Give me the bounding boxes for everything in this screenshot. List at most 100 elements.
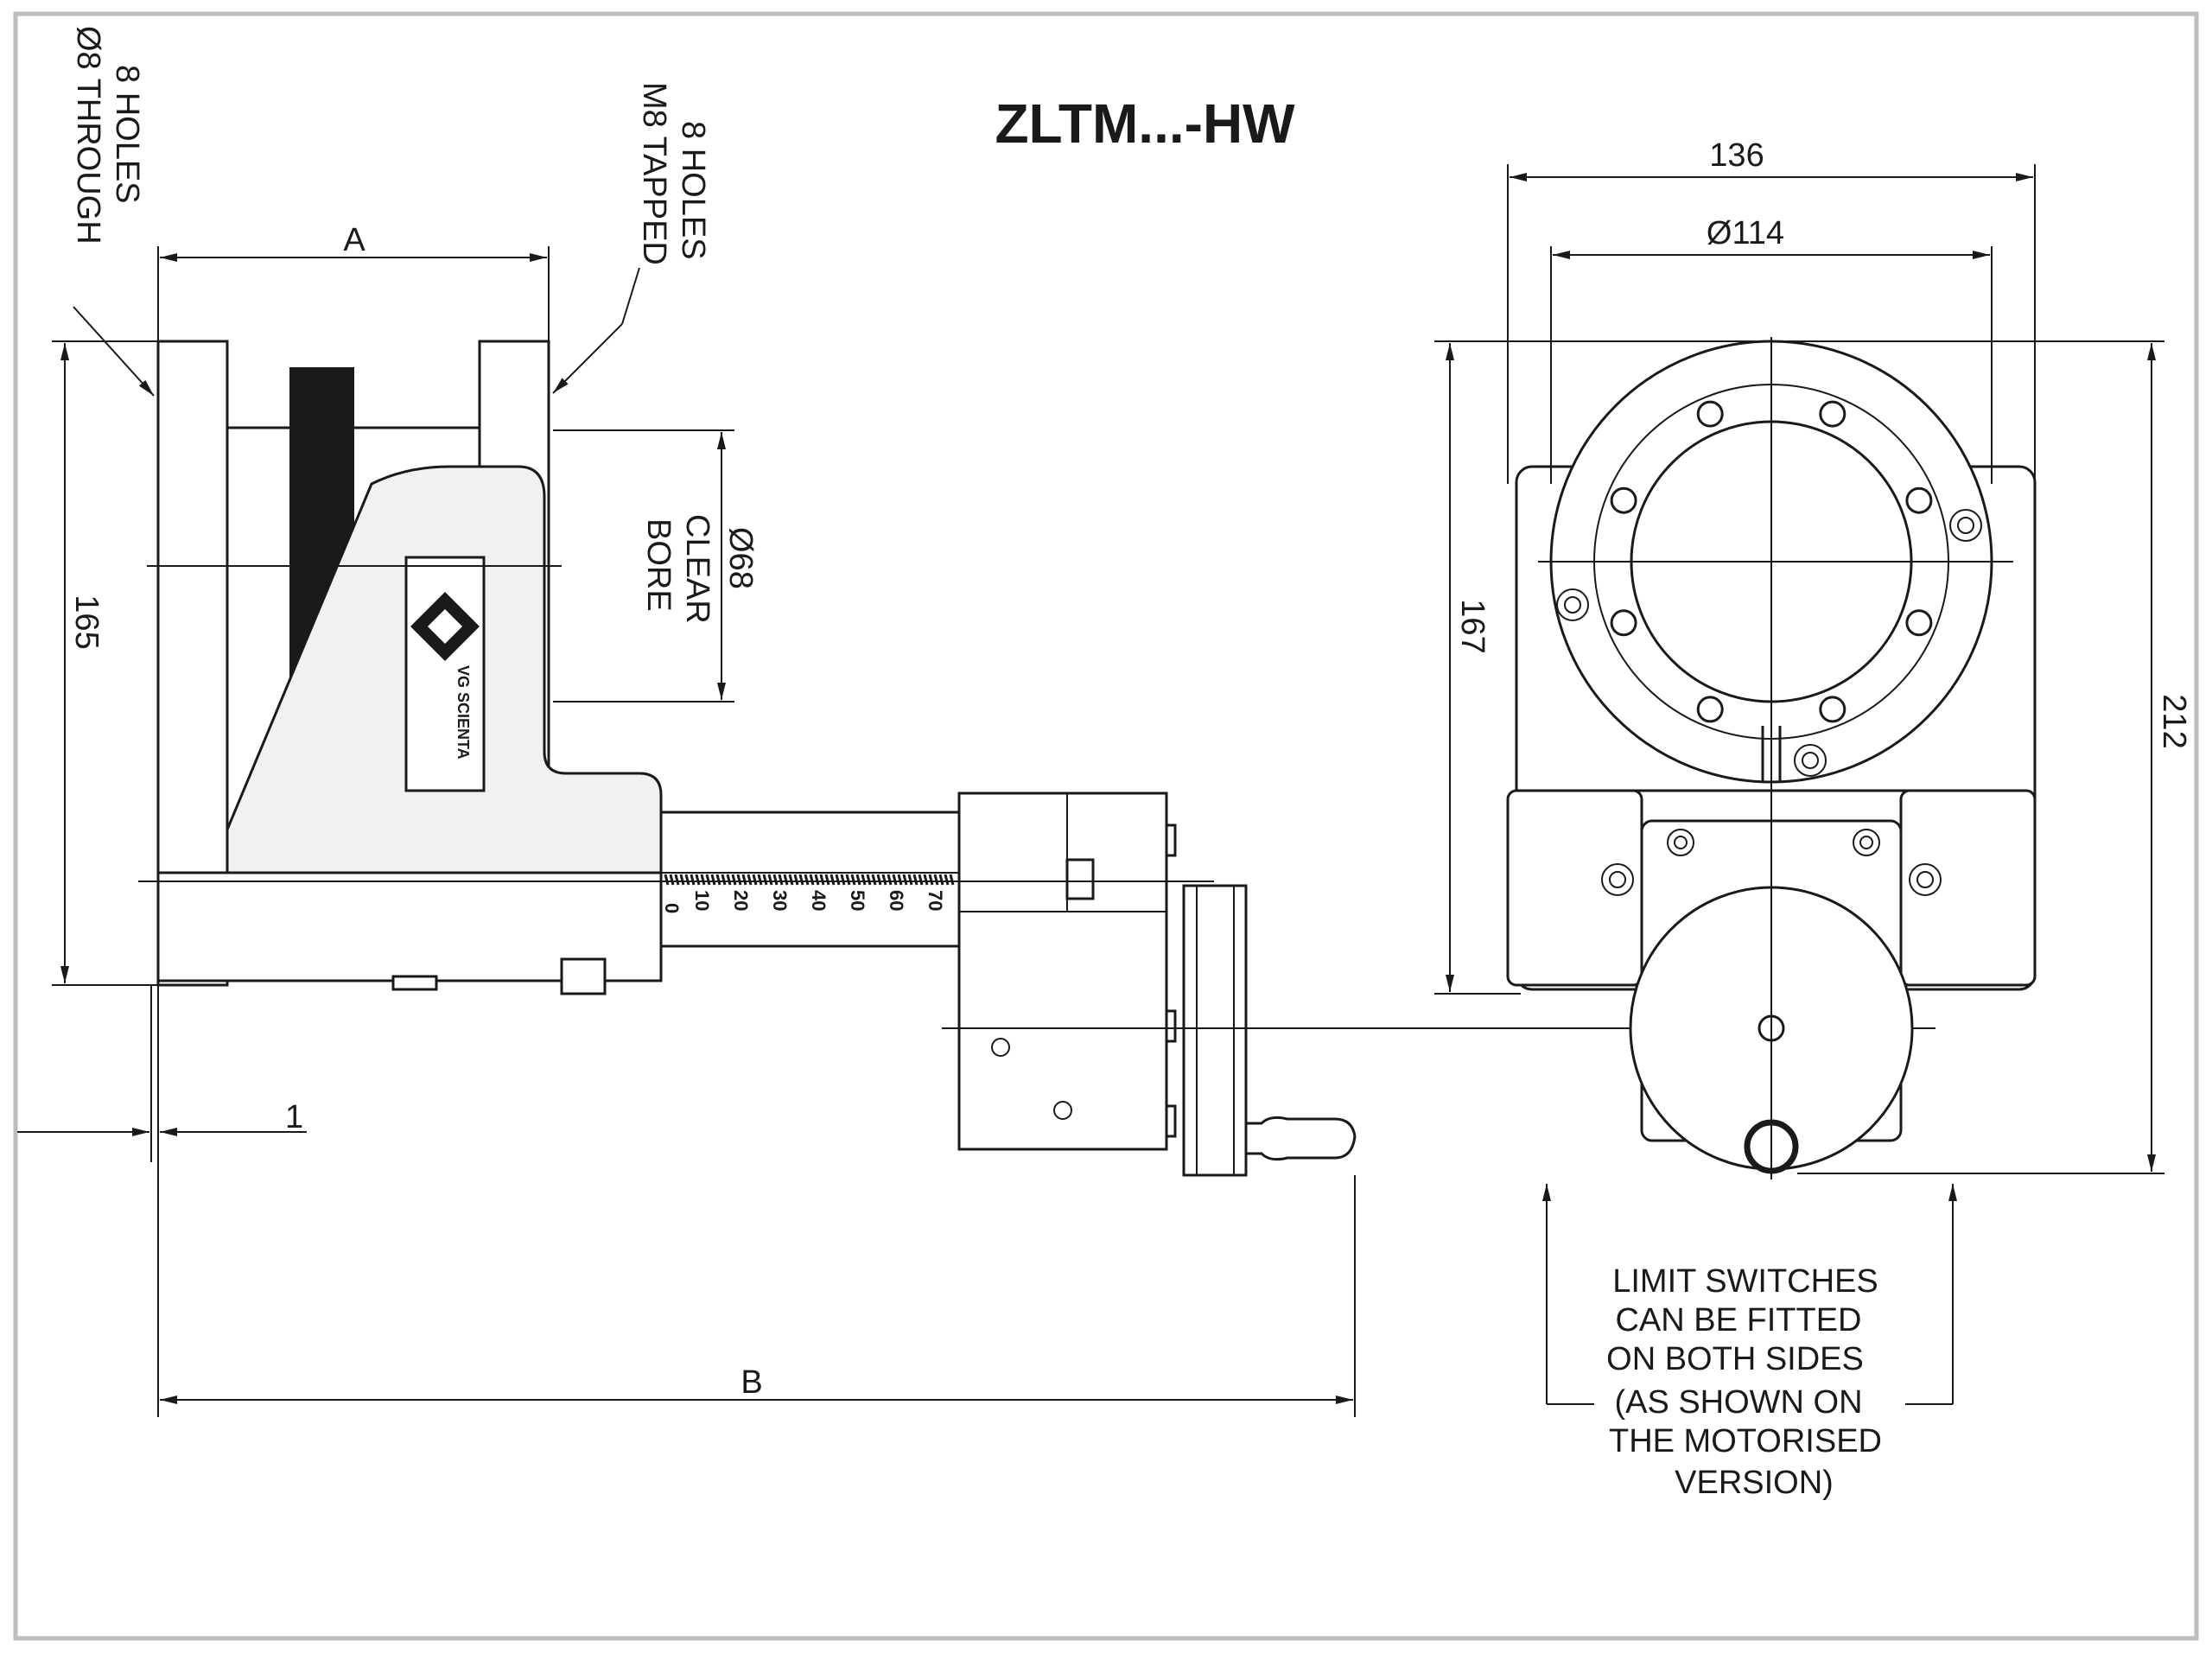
thread-mark: [726, 874, 732, 886]
thread-mark: [721, 874, 727, 886]
thread-mark: [866, 874, 872, 886]
bolt-hole: [1819, 696, 1847, 723]
thread-mark: [690, 874, 696, 886]
bolt-hole: [1696, 696, 1724, 723]
thread-mark: [809, 874, 815, 886]
thread-mark: [804, 874, 810, 886]
note-line: LIMIT SWITCHES: [1612, 1263, 1878, 1300]
dim-a: A: [343, 222, 365, 258]
thread-mark: [684, 874, 690, 886]
dim-b: B: [741, 1364, 762, 1401]
thread-mark: [669, 874, 675, 886]
drawing-title: ZLTM...-HW: [995, 92, 1295, 155]
screw-icon: [1909, 863, 1942, 896]
thread-mark: [788, 874, 794, 886]
note-bore-1: Ø68: [722, 527, 759, 589]
gearbox-bolt: [1165, 823, 1177, 857]
thread-mark: [710, 874, 716, 886]
thread-mark: [715, 874, 721, 886]
note-line: THE MOTORISED: [1609, 1423, 1882, 1459]
base-foot-1: [391, 975, 438, 991]
thread-mark: [944, 874, 950, 886]
lower-block-right: [1899, 789, 2037, 987]
thread-mark: [752, 874, 758, 886]
thread-mark: [845, 874, 851, 886]
screw-icon: [1601, 863, 1634, 896]
thread-mark: [731, 874, 737, 886]
thread-mark: [736, 874, 742, 886]
thread-mark: [881, 874, 887, 886]
gearbox-screw: [991, 1038, 1010, 1057]
thread-mark: [679, 874, 685, 886]
thread-mark: [700, 874, 706, 886]
thread-mark: [705, 874, 711, 886]
thread-mark: [819, 874, 825, 886]
note-holes-tapped-1: 8 HOLES: [675, 121, 711, 260]
note-line: CAN BE FITTED: [1615, 1302, 1861, 1338]
thread-mark: [871, 874, 877, 886]
dim-136: 136: [1709, 137, 1764, 174]
thread-mark: [772, 874, 779, 886]
thread-mark: [674, 874, 680, 886]
gearbox-housing: [957, 792, 1168, 1151]
thread-mark: [918, 874, 924, 886]
thread-mark: [850, 874, 856, 886]
note-line: (AS SHOWN ON: [1614, 1384, 1862, 1421]
thread-mark: [840, 874, 846, 886]
screw-icon: [1794, 744, 1827, 777]
screw-icon: [1556, 588, 1589, 621]
screw-thread: [664, 874, 955, 886]
handle: [1244, 1116, 1357, 1161]
gearbox-bolt: [1165, 1104, 1177, 1138]
note-holes-through-2: Ø8 THROUGH: [70, 26, 106, 245]
front-screws: [1556, 509, 1982, 896]
base-foot-2: [560, 957, 607, 995]
dim-1: 1: [285, 1099, 303, 1135]
thread-mark: [778, 874, 784, 886]
dim-114: Ø114: [1707, 215, 1784, 251]
logo-icon: [410, 592, 480, 661]
note-line: VERSION): [1675, 1465, 1834, 1501]
side-view-dimensions: A 165 Ø68 CLEAR BORE 1 B 8 HOLES Ø8 THRO…: [17, 26, 1356, 1417]
thread-mark: [861, 874, 867, 886]
bolt-hole: [1819, 400, 1847, 428]
thread-mark: [762, 874, 768, 886]
thread-mark: [923, 874, 929, 886]
scale-label: 60: [886, 890, 907, 911]
scale-label: 50: [847, 890, 868, 911]
scale-labels: 0 10 20 30 40 50 60 70: [661, 890, 946, 913]
scale-label: 20: [730, 890, 752, 911]
thread-mark: [892, 874, 898, 886]
flange-holes: [1610, 400, 1933, 723]
note-holes-through-1: 8 HOLES: [109, 65, 145, 204]
scale-label: 70: [925, 890, 946, 911]
thread-mark: [798, 874, 804, 886]
thread-mark: [949, 874, 955, 886]
note-bore-2: CLEAR: [679, 514, 715, 624]
front-view: [1506, 337, 2037, 1179]
thread-mark: [933, 874, 939, 886]
gearbox-bolt: [1165, 1009, 1177, 1043]
front-view-dimensions: 136 Ø114 167 212 LIMIT SWITCHES CAN BE F…: [1434, 137, 2192, 1501]
lower-block-left: [1506, 789, 1643, 987]
scale-label: 30: [769, 890, 791, 911]
thread-mark: [912, 874, 918, 886]
note-line: ON BOTH SIDES: [1606, 1341, 1864, 1377]
thread-mark: [783, 874, 789, 886]
bolt-hole: [1696, 400, 1724, 428]
thread-mark: [757, 874, 763, 886]
thread-mark: [938, 874, 944, 886]
handwheel-side: [1182, 884, 1248, 1177]
thread-mark: [835, 874, 841, 886]
gearbox-stub: [1065, 858, 1095, 900]
limit-switch-note: LIMIT SWITCHES CAN BE FITTED ON BOTH SID…: [1606, 1263, 1882, 1501]
thread-mark: [741, 874, 747, 886]
thread-mark: [830, 874, 836, 886]
dim-165: 165: [68, 594, 105, 649]
scale-label: 10: [691, 890, 713, 911]
gearbox-screw: [1053, 1101, 1072, 1120]
thread-mark: [928, 874, 934, 886]
thread-mark: [814, 874, 820, 886]
thread-mark: [907, 874, 913, 886]
